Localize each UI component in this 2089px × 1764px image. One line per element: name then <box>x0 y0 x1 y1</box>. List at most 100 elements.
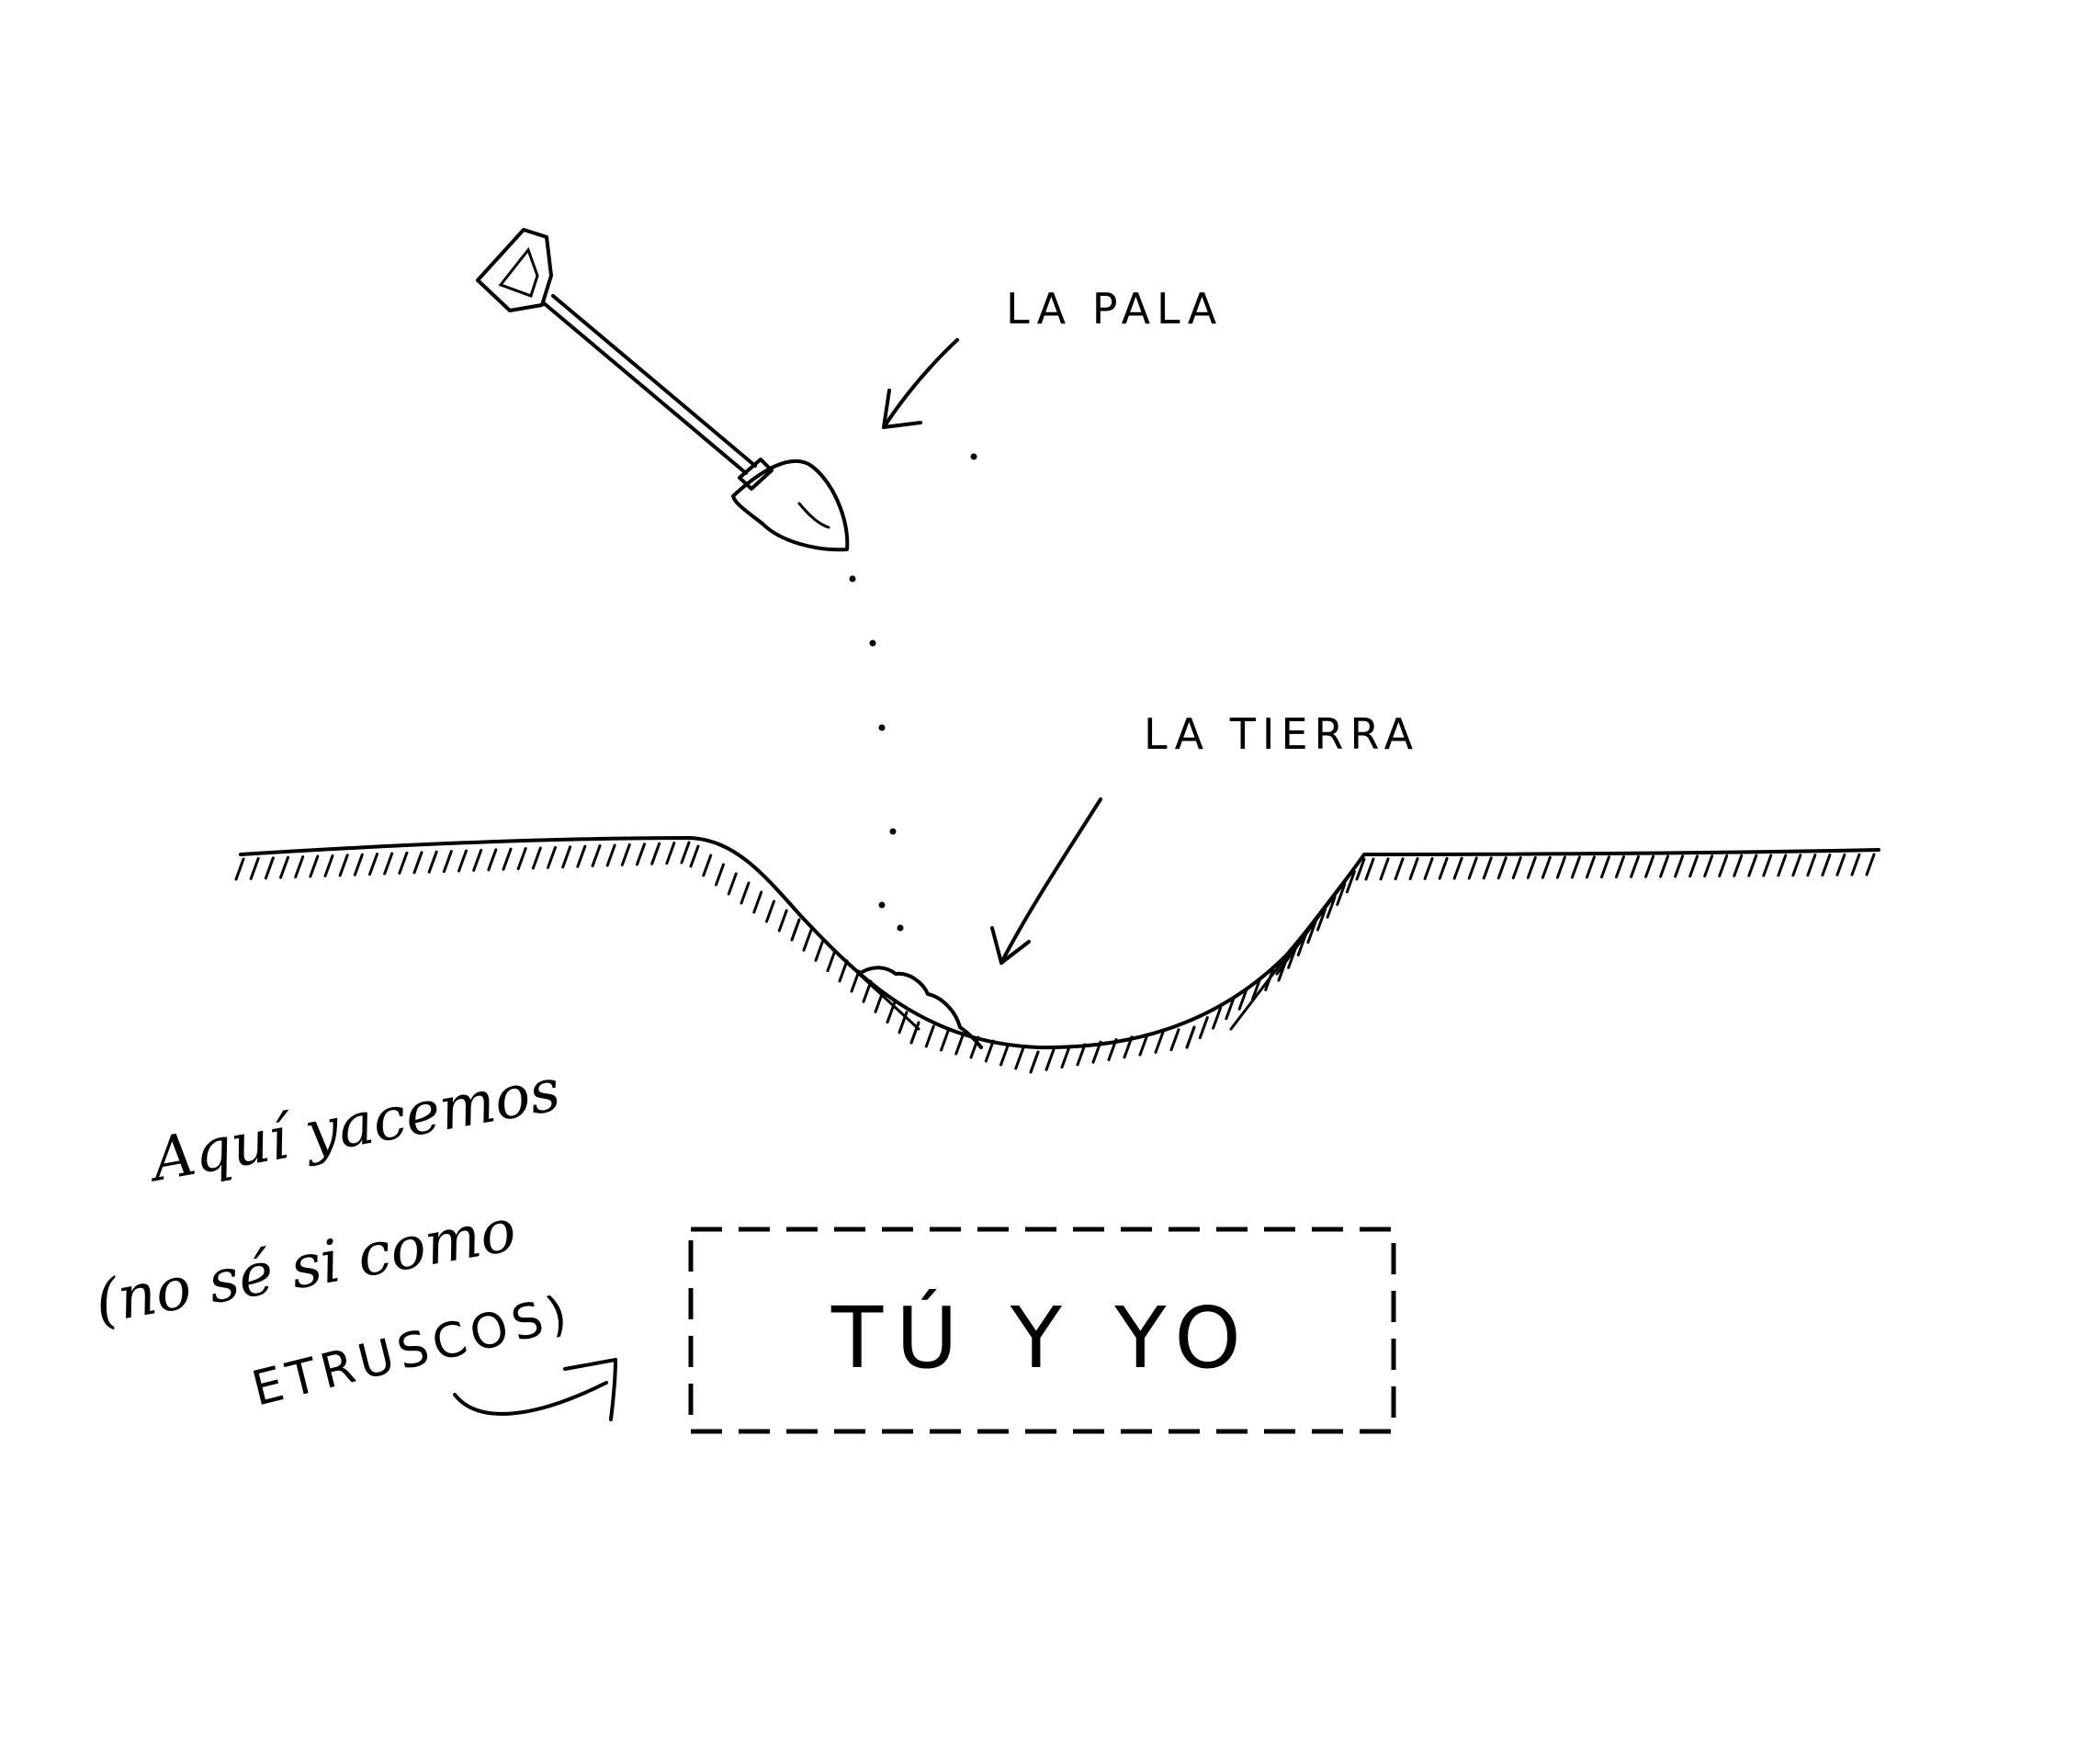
hatch-mark <box>1438 856 1449 880</box>
dashed-box <box>688 1227 1396 1434</box>
hatch-mark <box>383 852 394 876</box>
note-line-1: Aquí yacemos <box>142 1057 565 1196</box>
hatch-mark <box>547 845 557 869</box>
hatch-mark <box>1169 1028 1180 1052</box>
hatch-mark <box>984 1039 995 1063</box>
hatch-mark <box>940 1028 950 1052</box>
ground-hole-diagram <box>234 836 1880 1074</box>
hatch-mark <box>777 909 788 933</box>
hatch-mark <box>715 863 725 887</box>
hatch-mark <box>680 841 691 865</box>
falling-dirt-dots <box>849 453 977 932</box>
hatch-mark <box>1345 870 1356 894</box>
hatch-mark <box>1296 933 1307 956</box>
hatch-mark <box>665 842 676 865</box>
hatch-mark <box>1585 855 1596 879</box>
hatch-mark <box>576 844 587 868</box>
hatch-mark <box>924 1024 935 1048</box>
hatch-mark <box>1076 1043 1087 1067</box>
hatch-mark <box>457 849 468 873</box>
hatch-mark <box>1630 854 1641 878</box>
hatch-mark <box>1747 854 1758 877</box>
hatch-mark <box>790 918 801 942</box>
hatch-mark <box>1394 857 1405 881</box>
hatch-mark <box>249 856 260 880</box>
hatch-mark <box>814 938 825 962</box>
hatch-mark <box>1733 854 1744 877</box>
hatch-mark <box>591 844 602 868</box>
shovel-icon <box>476 228 850 552</box>
hatch-mark <box>1287 945 1298 969</box>
hatch-mark <box>826 949 837 973</box>
arrow-to-shovel-icon <box>882 338 959 429</box>
hatch-mark <box>1777 854 1788 877</box>
dirt-label: LA TIERRA <box>1144 709 1419 759</box>
hatch-mark <box>1703 854 1714 878</box>
hatch-mark <box>1821 853 1832 876</box>
hatch-mark <box>1225 997 1236 1021</box>
hatch-mark <box>309 854 320 878</box>
hatch-mark <box>1264 967 1275 991</box>
hatch-mark <box>412 851 423 875</box>
hatch-mark <box>1791 854 1802 877</box>
hatch-mark <box>636 842 646 866</box>
hatch-mark <box>1762 854 1773 877</box>
hatch-mark <box>1511 856 1522 880</box>
hatch-mark <box>561 845 572 869</box>
hatch-mark <box>338 854 349 877</box>
hatch-mark <box>1237 987 1248 1011</box>
hatch-mark <box>765 899 775 923</box>
hatch-mark <box>1555 855 1566 879</box>
hatch-mark <box>1277 958 1288 982</box>
hatch-mark <box>353 853 364 876</box>
hatch-mark <box>620 842 631 866</box>
hatch-mark <box>1615 855 1625 878</box>
hatch-mark <box>1408 857 1419 881</box>
hatch-mark <box>727 872 738 896</box>
hatch-mark <box>1482 856 1493 880</box>
hatch-mark <box>1659 854 1670 878</box>
hatch-mark <box>1541 855 1552 879</box>
hatch-mark <box>1835 853 1846 876</box>
hatch-mark <box>1865 853 1876 876</box>
hatch-mark <box>1326 895 1337 919</box>
hatch-mark <box>1138 1033 1149 1057</box>
hatch-mark <box>398 851 409 875</box>
hatch-mark <box>752 890 763 914</box>
hatch-mark <box>1316 908 1327 932</box>
hatch-mark <box>702 854 713 877</box>
hatch-mark <box>1306 921 1317 944</box>
hatch-mark <box>279 855 289 879</box>
hatch-mark <box>323 854 334 877</box>
hatch-mark <box>1107 1038 1118 1061</box>
hatch-mark <box>850 969 861 993</box>
hatch-mark <box>605 843 616 867</box>
hatch-mark <box>368 853 378 876</box>
hatch-mark <box>802 928 813 952</box>
hatch-mark <box>1850 853 1861 876</box>
hatch-mark <box>838 959 849 983</box>
hatch-mark <box>1336 883 1347 906</box>
hatch-mark <box>874 989 885 1013</box>
hatch-mark <box>1364 857 1375 881</box>
note-line-3: ETRUSCOS) <box>247 1284 578 1417</box>
hatch-mark <box>1379 857 1390 881</box>
hatch-mark <box>1123 1035 1134 1059</box>
box-text: TÚ Y YO <box>830 1287 1254 1387</box>
hatch-mark <box>1091 1040 1102 1064</box>
hatch-mark <box>1029 1050 1040 1074</box>
hatch-mark <box>1496 856 1507 880</box>
hatch-mark <box>969 1035 980 1059</box>
hatch-mark <box>1185 1025 1196 1049</box>
hatch-mark <box>427 850 438 874</box>
hatch-mark <box>531 846 542 870</box>
hatch-mark <box>909 1021 920 1045</box>
hatch-mark <box>487 848 498 872</box>
hatch-mark <box>1674 854 1685 878</box>
hatch-mark <box>1355 857 1366 881</box>
hatch-mark <box>740 881 751 905</box>
hatch-mark <box>650 842 661 865</box>
shovel-label: LA PALA <box>1006 284 1223 334</box>
hatch-mark <box>1154 1030 1165 1054</box>
hatch-mark <box>502 847 513 871</box>
